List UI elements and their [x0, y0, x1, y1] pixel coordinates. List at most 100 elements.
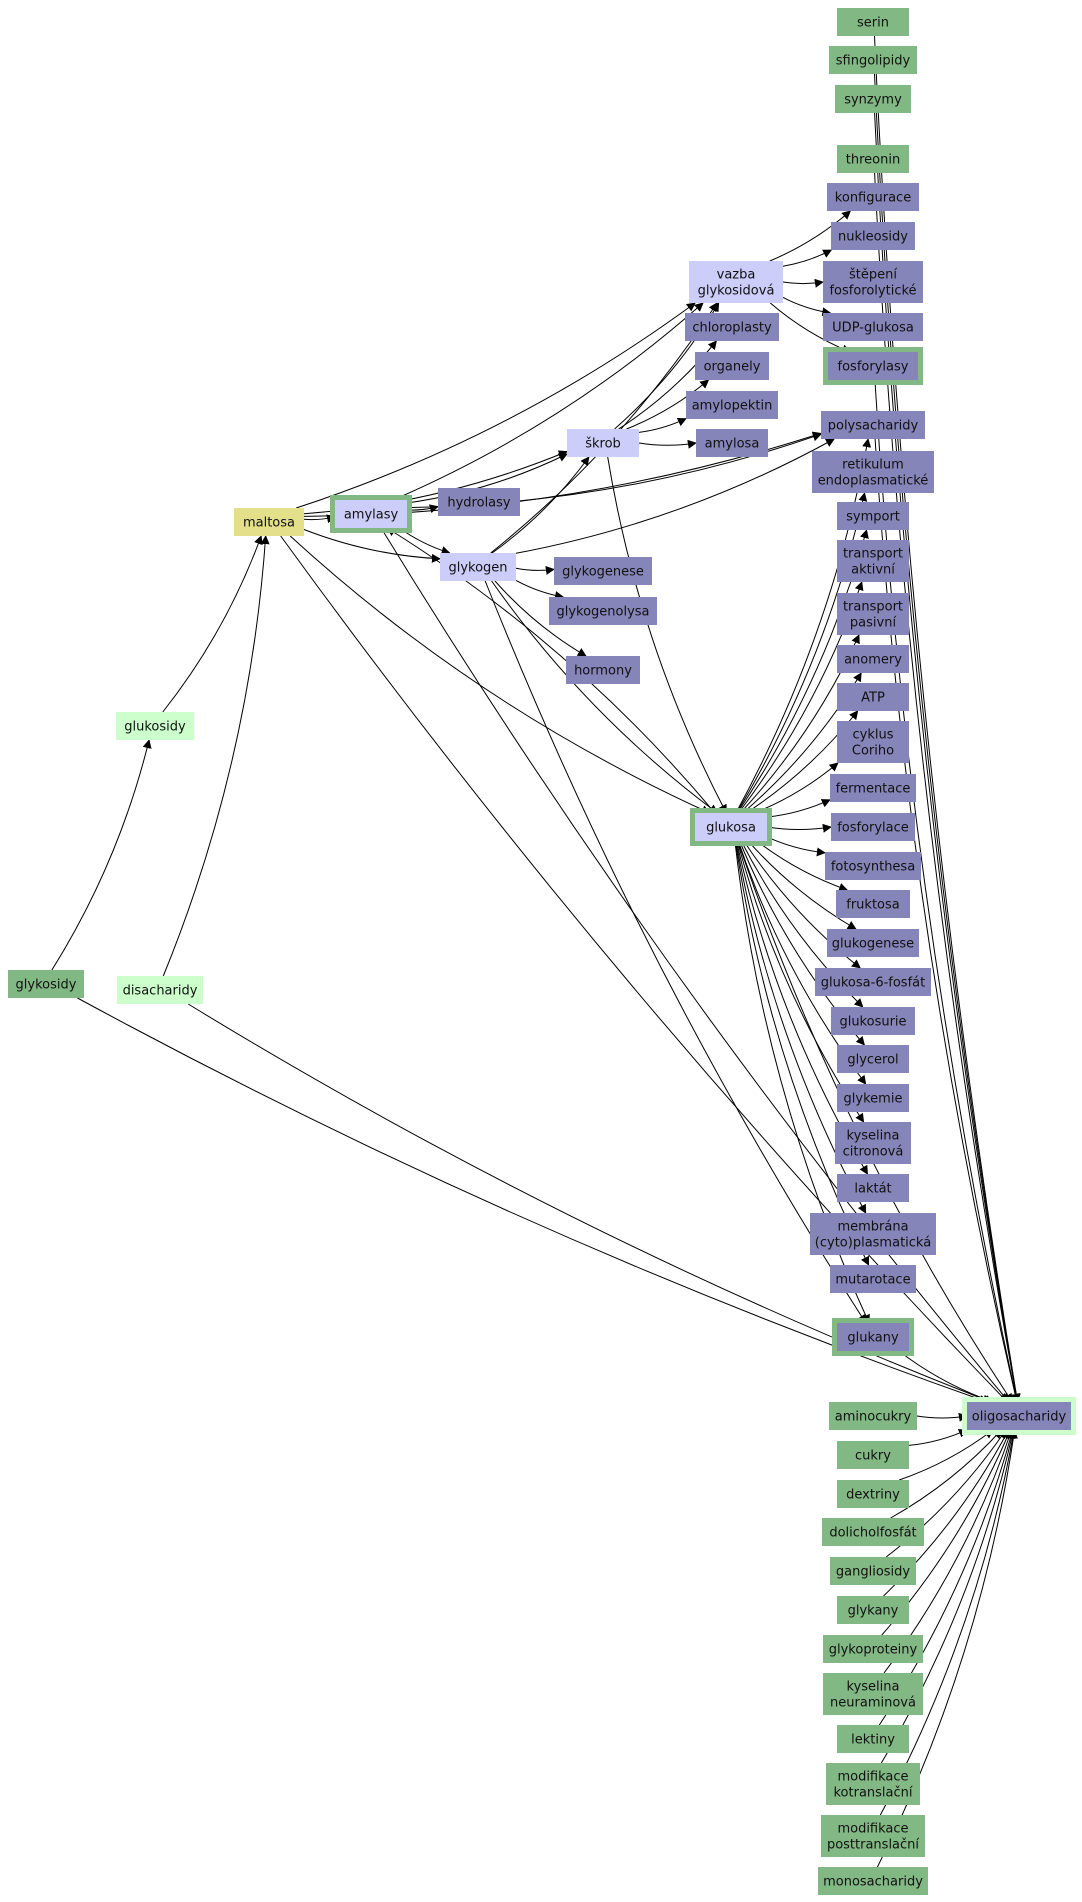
node-sfingolipidy[interactable]: sfingolipidy: [829, 46, 917, 74]
node-fermentace[interactable]: fermentace: [830, 774, 916, 802]
node-glykogenolysa[interactable]: glykogenolysa: [549, 597, 657, 625]
node-fotosynthesa[interactable]: fotosynthesa: [825, 852, 921, 880]
edge-glykogen-to-glykogenolysa: [515, 579, 565, 600]
node-box: [8, 970, 84, 998]
edge-monosacharidy-to-oligosacharidy: [876, 1429, 1018, 1868]
node-udp[interactable]: UDP-glukosa: [823, 313, 923, 341]
node-threonin[interactable]: threonin: [837, 145, 909, 173]
node-monosacharidy[interactable]: monosacharidy: [818, 1867, 928, 1895]
node-label: glukosa: [706, 821, 756, 836]
node-hormony[interactable]: hormony: [566, 656, 640, 684]
node-box: [818, 1867, 928, 1895]
node-label: lektiny: [851, 1733, 895, 1748]
node-gangliosidy[interactable]: gangliosidy: [830, 1557, 916, 1585]
node-symport[interactable]: symport: [837, 502, 909, 530]
node-glycerol[interactable]: glycerol: [837, 1045, 909, 1073]
node-glukany[interactable]: glukany: [832, 1318, 914, 1356]
node-box: [837, 1725, 909, 1753]
node-glukosa6f[interactable]: glukosa-6-fosfát: [815, 968, 931, 996]
edge-synzymy-to-oligosacharidy: [874, 112, 1021, 1403]
node-glukosa[interactable]: glukosa: [690, 808, 772, 846]
node-polysacharidy[interactable]: polysacharidy: [821, 411, 925, 439]
node-oligosacharidy[interactable]: oligosacharidy: [962, 1397, 1076, 1435]
edge-dextriny-to-oligosacharidy: [899, 1429, 994, 1481]
node-fruktosa[interactable]: fruktosa: [836, 890, 910, 918]
node-box: [810, 1213, 936, 1255]
node-box: [829, 1402, 917, 1430]
node-amylasy[interactable]: amylasy: [330, 495, 412, 533]
node-glykogenese[interactable]: glykogenese: [554, 557, 652, 585]
node-aminocukry[interactable]: aminocukry: [829, 1402, 917, 1430]
node-hydrolasy[interactable]: hydrolasy: [438, 488, 520, 516]
node-box: [837, 645, 909, 673]
node-box: [822, 1518, 924, 1546]
node-glykoproteiny[interactable]: glykoproteiny: [823, 1635, 923, 1663]
node-nukleosidy[interactable]: nukleosidy: [831, 222, 915, 250]
node-chloroplasty[interactable]: chloroplasty: [685, 313, 779, 341]
node-fosforylace[interactable]: fosforylace: [831, 813, 915, 841]
edge-glukosa-to-fermentace: [766, 799, 831, 818]
edge-glukosa-to-glukany: [734, 840, 870, 1324]
node-label: glukosidy: [124, 720, 186, 735]
node-fosforylasy[interactable]: fosforylasy: [823, 347, 923, 385]
node-box: [835, 1122, 911, 1164]
node-box: [686, 391, 778, 419]
node-synzymy[interactable]: synzymy: [835, 85, 911, 113]
node-anomery[interactable]: anomery: [837, 645, 909, 673]
node-box: [821, 411, 925, 439]
node-label: dextriny: [846, 1488, 900, 1503]
node-membrana[interactable]: membrána(cyto)plasmatická: [810, 1213, 936, 1255]
node-serin[interactable]: serin: [837, 8, 909, 36]
node-lektiny[interactable]: lektiny: [837, 1725, 909, 1753]
node-amylopektin[interactable]: amylopektin: [686, 391, 778, 419]
node-mutarotace[interactable]: mutarotace: [830, 1265, 916, 1293]
node-box: [830, 1557, 916, 1585]
node-glykany[interactable]: glykany: [837, 1596, 909, 1624]
node-glykemie[interactable]: glykemie: [837, 1084, 909, 1112]
node-dextriny[interactable]: dextriny: [837, 1480, 909, 1508]
node-glykosidy[interactable]: glykosidy: [8, 970, 84, 998]
node-label: gangliosidy: [836, 1565, 911, 1580]
edge-skrob-to-glukosa: [607, 456, 727, 814]
node-label: chloroplasty: [692, 321, 772, 336]
edge-glukosa-to-retikulum: [736, 492, 868, 814]
node-box: [823, 261, 923, 303]
node-organely[interactable]: organely: [695, 352, 769, 380]
node-label: glykogenese: [562, 565, 644, 580]
node-label: amylosa: [705, 437, 760, 452]
node-amylosa[interactable]: amylosa: [696, 429, 768, 457]
edge-amylasy-to-vazba: [392, 302, 704, 501]
node-label: glykemie: [844, 1092, 903, 1107]
edge-fosforylasy-to-oligosacharidy: [874, 379, 1020, 1403]
node-laktat[interactable]: laktát: [837, 1174, 909, 1202]
node-konfigurace[interactable]: konfigurace: [827, 183, 919, 211]
node-skrob[interactable]: škrob: [567, 429, 639, 457]
node-glukosurie[interactable]: glukosurie: [831, 1007, 915, 1035]
edge-glykogen-to-glukany: [484, 580, 867, 1324]
node-layer: serin sfingolipidy synzymy threonin konfigur…: [8, 8, 1076, 1895]
node-glukosidy[interactable]: glukosidy: [116, 712, 194, 740]
node-glykogen[interactable]: glykogen: [440, 553, 516, 581]
node-label: polysacharidy: [828, 419, 919, 434]
node-glukogenese[interactable]: glukogenese: [827, 929, 919, 957]
node-maltosa[interactable]: maltosa: [234, 508, 304, 536]
node-box: [695, 352, 769, 380]
node-disacharidy[interactable]: disacharidy: [117, 976, 203, 1004]
node-cukry[interactable]: cukry: [837, 1441, 909, 1469]
node-atp[interactable]: ATP: [837, 683, 909, 711]
node-label: glukogenese: [832, 937, 914, 952]
node-dolicholfosfat[interactable]: dolicholfosfát: [822, 1518, 924, 1546]
